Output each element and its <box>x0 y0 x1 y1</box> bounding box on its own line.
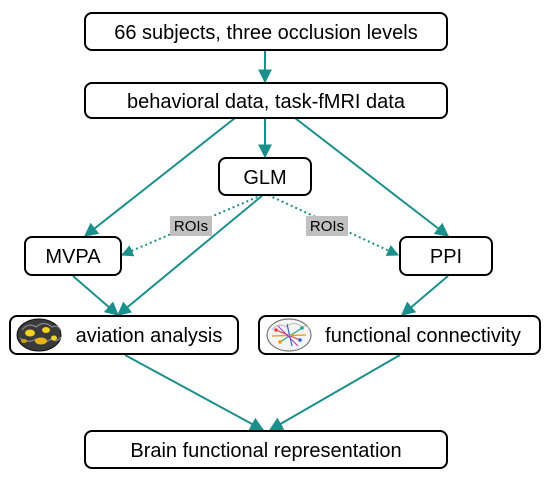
node-data: behavioral data, task-fMRI data <box>84 82 448 119</box>
node-aviation: aviation analysis <box>9 315 239 355</box>
arrow-glm-to-aviation <box>116 194 264 316</box>
node-brain: Brain functional representation <box>84 430 448 469</box>
arrow-ppi-to-connectivity <box>400 275 449 316</box>
node-ppi: PPI <box>399 236 493 276</box>
node-ppi-text: PPI <box>430 246 462 268</box>
arrow-data-to-ppi <box>294 117 450 237</box>
node-mvpa-text: MVPA <box>45 246 101 268</box>
node-subjects: 66 subjects, three occlusion levels <box>84 12 448 51</box>
brain-activation-icon <box>16 318 62 352</box>
arrow-connectivity-to-brain <box>268 354 401 431</box>
brain-connectivity-icon <box>266 318 312 352</box>
node-glm-text: GLM <box>243 167 286 189</box>
roi-label-left: ROIs <box>170 216 212 236</box>
node-glm: GLM <box>218 157 312 196</box>
roi-label-right-text: ROIs <box>310 218 344 235</box>
arrow-mvpa-to-aviation <box>72 275 120 316</box>
node-mvpa: MVPA <box>24 236 122 276</box>
node-connectivity: functional connectivity <box>258 315 541 355</box>
arrow-aviation-to-brain <box>124 354 265 431</box>
node-aviation-text: aviation analysis <box>76 325 223 347</box>
node-subjects-text: 66 subjects, three occlusion levels <box>114 22 418 44</box>
node-brain-text: Brain functional representation <box>130 440 401 462</box>
node-data-text: behavioral data, task-fMRI data <box>127 91 406 113</box>
roi-label-left-text: ROIs <box>174 218 208 235</box>
node-connectivity-text: functional connectivity <box>325 325 521 347</box>
roi-label-right: ROIs <box>306 216 348 236</box>
arrow-data-to-mvpa <box>83 117 236 237</box>
